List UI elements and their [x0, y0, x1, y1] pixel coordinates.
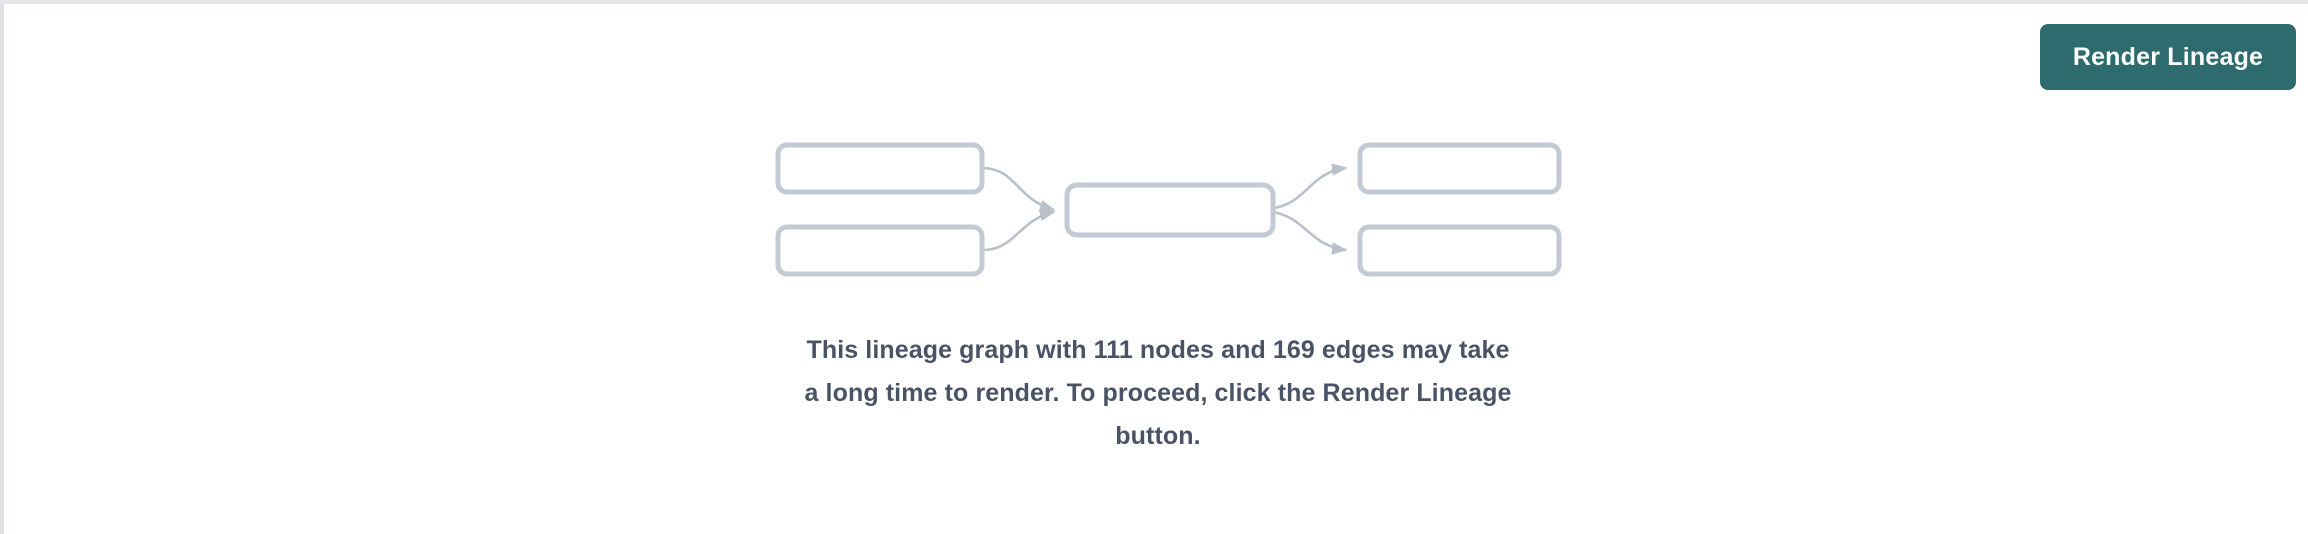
- placeholder-node-right-top: [1357, 142, 1562, 195]
- lineage-warning-line-3: button.: [1115, 422, 1201, 450]
- lineage-warning-line-1: This lineage graph with 111 nodes and 16…: [806, 336, 1510, 364]
- placeholder-node-left-bottom: [775, 224, 985, 277]
- edge-left-bottom-to-center: [981, 208, 1056, 252]
- edge-center-to-right-bottom: [1272, 210, 1348, 255]
- lineage-warning-line-2: a long time to render. To proceed, click…: [804, 379, 1512, 407]
- placeholder-node-center: [1064, 182, 1276, 238]
- lineage-graph-placeholder: [754, 124, 1574, 309]
- edge-center-to-right-top: [1272, 163, 1348, 210]
- edge-left-top-to-center: [981, 166, 1056, 213]
- render-lineage-button[interactable]: Render Lineage: [2040, 24, 2296, 90]
- placeholder-node-left-top: [775, 142, 985, 195]
- placeholder-node-right-bottom: [1357, 224, 1562, 277]
- lineage-warning-message: This lineage graph with 111 nodes and 16…: [758, 329, 1558, 458]
